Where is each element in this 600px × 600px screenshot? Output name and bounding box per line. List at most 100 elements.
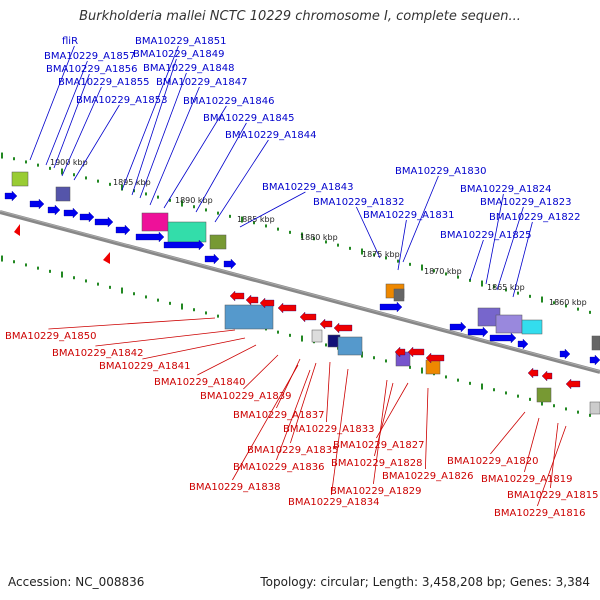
gene-leader-line xyxy=(121,45,179,191)
reverse-gene-arrow xyxy=(319,318,333,330)
forward-gene-label[interactable]: BMA10229_A1857 xyxy=(44,51,135,62)
forward-gene-label[interactable]: BMA10229_A1824 xyxy=(460,184,551,195)
reverse-gene-arrow xyxy=(245,294,259,306)
forward-gene-arrow xyxy=(4,190,18,202)
reverse-gene-label[interactable]: BMA10229_A1842 xyxy=(52,348,143,359)
reverse-gene-label[interactable]: BMA10229_A1827 xyxy=(333,440,424,451)
forward-gene-label[interactable]: BMA10229_A1844 xyxy=(225,130,316,141)
genome-backbone-highlight xyxy=(0,210,600,372)
forward-gene-label[interactable]: BMA10229_A1845 xyxy=(203,113,294,124)
reverse-marker xyxy=(103,252,110,264)
forward-gene-arrow xyxy=(589,354,600,366)
gene-leader-line xyxy=(402,175,439,263)
feature-box xyxy=(167,221,207,243)
reverse-gene-arrow xyxy=(541,370,553,382)
forward-gene-label[interactable]: BMA10229_A1855 xyxy=(58,77,149,88)
kbp-label: 1875 kbp xyxy=(362,250,400,259)
forward-gene-label[interactable]: BMA10229_A1843 xyxy=(262,182,353,193)
feature-box xyxy=(337,336,363,356)
feature-boxes xyxy=(11,171,600,415)
gene-leader-line xyxy=(45,60,88,166)
forward-gene-label[interactable]: BMA10229_A1823 xyxy=(480,197,571,208)
forward-gene-label[interactable]: BMA10229_A1848 xyxy=(143,63,234,74)
gene-leader-line xyxy=(356,206,381,259)
gene-leader-line xyxy=(149,86,200,206)
reverse-gene-label[interactable]: BMA10229_A1815 xyxy=(507,490,598,501)
gene-leader-line xyxy=(512,221,533,298)
forward-gene-arrow xyxy=(115,224,131,236)
gene-leader-line xyxy=(524,417,540,473)
reverse-gene-label[interactable]: BMA10229_A1834 xyxy=(288,497,379,508)
kbp-label: 1895 kbp xyxy=(113,178,151,187)
feature-box xyxy=(425,359,441,375)
forward-gene-label[interactable]: BMA10229_A1822 xyxy=(489,212,580,223)
gene-leader-line xyxy=(29,45,75,161)
forward-gene-label[interactable]: BMA10229_A1830 xyxy=(395,166,486,177)
forward-gene-label[interactable]: BMA10229_A1832 xyxy=(313,197,404,208)
gene-leader-line xyxy=(95,329,236,347)
kbp-label: 1890 kbp xyxy=(175,196,213,205)
forward-gene-label[interactable]: BMA10229_A1846 xyxy=(183,96,274,107)
accession-text: Accession: NC_008836 xyxy=(8,575,145,589)
gene-leader-line xyxy=(374,382,394,457)
gene-leader-line xyxy=(331,368,349,496)
reverse-gene-label[interactable]: BMA10229_A1850 xyxy=(5,331,96,342)
forward-gene-label[interactable]: BMA10229_A1853 xyxy=(76,95,167,106)
gene-leader-line xyxy=(326,361,331,423)
reverse-gene-arrow xyxy=(394,346,406,358)
reverse-gene-label[interactable]: BMA10229_A1835 xyxy=(247,445,338,456)
kbp-label: 1900 kbp xyxy=(50,158,88,167)
forward-gene-arrow xyxy=(517,338,529,350)
reverse-gene-label[interactable]: BMA10229_A1829 xyxy=(330,486,421,497)
forward-gene-label[interactable]: fliR xyxy=(62,36,78,47)
forward-gene-label[interactable]: BMA10229_A1851 xyxy=(135,36,226,47)
kbp-label: 1885 kbp xyxy=(237,215,275,224)
forward-gene-label[interactable]: BMA10229_A1831 xyxy=(363,210,454,221)
reverse-gene-label[interactable]: BMA10229_A1836 xyxy=(233,462,324,473)
reverse-gene-label[interactable]: BMA10229_A1838 xyxy=(189,482,280,493)
reverse-gene-label[interactable]: BMA10229_A1840 xyxy=(154,377,245,388)
gene-leader-line xyxy=(373,379,388,485)
forward-gene-arrow xyxy=(489,332,517,344)
gene-leader-line xyxy=(490,411,526,455)
forward-gene-label[interactable]: BMA10229_A1856 xyxy=(46,64,137,75)
reverse-gene-label[interactable]: BMA10229_A1837 xyxy=(233,410,324,421)
feature-box xyxy=(224,304,274,330)
forward-gene-arrow xyxy=(559,348,571,360)
gene-leader-line xyxy=(276,369,311,461)
forward-gene-label[interactable]: BMA10229_A1849 xyxy=(133,49,224,60)
gene-leader-line xyxy=(485,193,504,285)
reverse-gene-label[interactable]: BMA10229_A1816 xyxy=(494,508,585,519)
reverse-gene-label[interactable]: BMA10229_A1839 xyxy=(200,391,291,402)
gene-leader-line xyxy=(197,344,257,376)
reverse-gene-label[interactable]: BMA10229_A1819 xyxy=(481,474,572,485)
feature-box xyxy=(311,329,323,343)
forward-gene-arrow xyxy=(223,258,237,270)
forward-gene-arrow xyxy=(135,231,165,243)
forward-gene-arrow xyxy=(204,253,220,265)
gene-leader-line xyxy=(397,219,407,271)
reverse-gene-label[interactable]: BMA10229_A1826 xyxy=(382,471,473,482)
gene-labels: fliRBMA10229_A1857BMA10229_A1856BMA10229… xyxy=(5,36,598,519)
feature-box xyxy=(521,319,543,335)
gene-leader-line xyxy=(139,72,187,199)
reverse-gene-label[interactable]: BMA10229_A1833 xyxy=(283,424,374,435)
forward-gene-label[interactable]: BMA10229_A1825 xyxy=(440,230,531,241)
forward-gene-arrow xyxy=(29,198,45,210)
reverse-marker xyxy=(14,224,20,236)
reverse-gene-arrow xyxy=(259,297,275,309)
forward-gene-arrow xyxy=(47,204,61,216)
gene-leader-line xyxy=(53,73,90,169)
gene-leader-line xyxy=(142,337,246,360)
forward-gene-arrow xyxy=(467,326,489,338)
reverse-gene-arrow xyxy=(425,352,445,364)
forward-gene-label[interactable]: BMA10229_A1847 xyxy=(156,77,247,88)
reverse-gene-label[interactable]: BMA10229_A1841 xyxy=(99,361,190,372)
feature-box xyxy=(495,314,523,334)
reverse-gene-label[interactable]: BMA10229_A1828 xyxy=(331,458,422,469)
gene-leader-line xyxy=(131,58,177,196)
reverse-gene-label[interactable]: BMA10229_A1820 xyxy=(447,456,538,467)
forward-gene-arrow xyxy=(63,207,79,219)
